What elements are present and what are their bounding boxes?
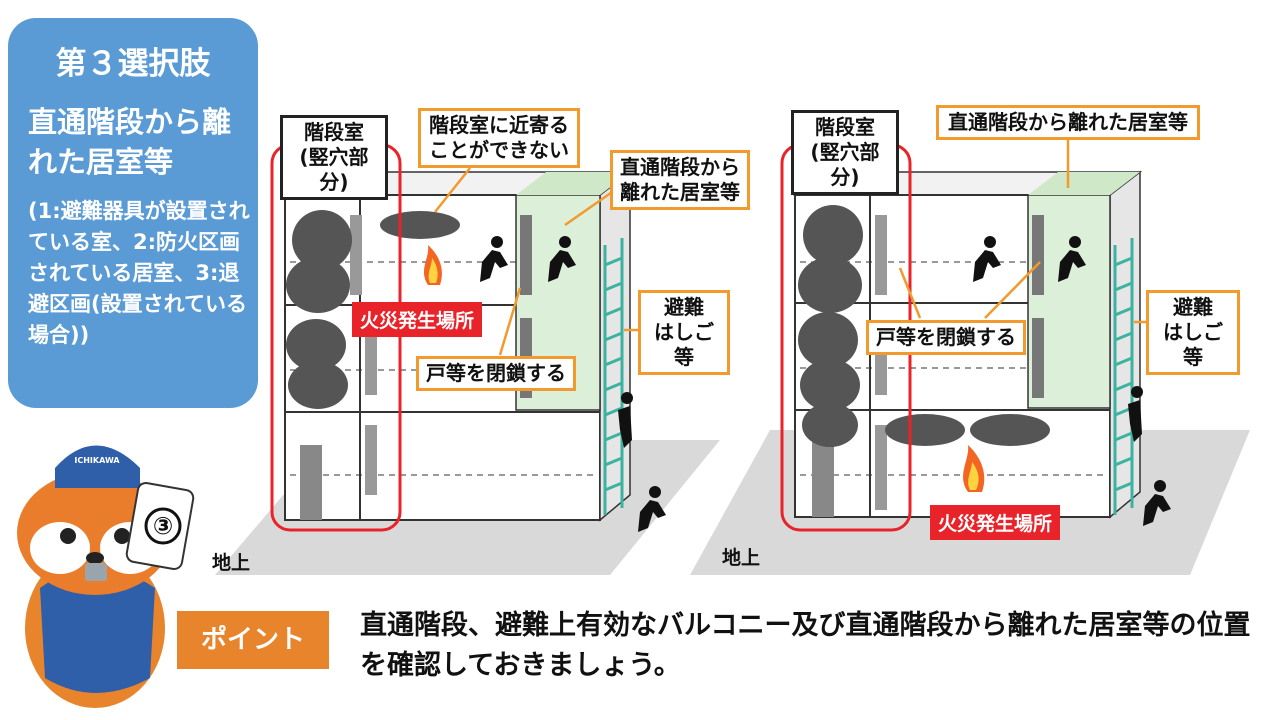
- right-ladder-label: 避難 はしご等: [1146, 290, 1240, 375]
- right-room-label: 直通階段から離れた居室等: [936, 105, 1200, 140]
- left-fire-label: 火災発生場所: [352, 302, 483, 337]
- mascot-badge: ③: [153, 512, 173, 540]
- right-door-label: 戸等を閉鎖する: [866, 320, 1026, 355]
- right-fire-label: 火災発生場所: [930, 505, 1061, 540]
- panel-title: 第３選択肢: [55, 46, 211, 82]
- left-door-label: 戸等を閉鎖する: [416, 356, 576, 391]
- left-ground-label: 地上: [212, 552, 251, 574]
- right-ground-label: 地上: [722, 547, 761, 569]
- right-building: [690, 140, 1250, 575]
- left-stair-label: 階段室 (竪穴部分): [280, 115, 388, 200]
- left-no-access-label: 階段室に近寄る ことができない: [418, 108, 580, 168]
- left-ladder-label: 避難 はしご等: [638, 290, 730, 375]
- panel-note: (1:避難器具が設置されている室、2:防火区画されている居室、3:退避区画(設置…: [28, 199, 250, 347]
- info-panel: 第３選択肢 直通階段から離れた居室等 (1:避難器具が設置されている室、2:防火…: [8, 18, 258, 408]
- point-text: 直通階段、避難上有効なバルコニー及び直通階段から離れた居室等の位置を確認しておき…: [360, 610, 1251, 681]
- panel-subtitle: 直通階段から離れた居室等: [28, 105, 232, 179]
- mascot-illustration: ICHIKAWA ③: [17, 445, 195, 708]
- left-room-label: 直通階段から 離れた居室等: [610, 150, 750, 210]
- right-stair-label: 階段室 (竪穴部分): [791, 110, 899, 195]
- mascot-cap-text: ICHIKAWA: [74, 456, 120, 465]
- left-building: [215, 143, 720, 575]
- point-badge: ポイント: [177, 611, 329, 669]
